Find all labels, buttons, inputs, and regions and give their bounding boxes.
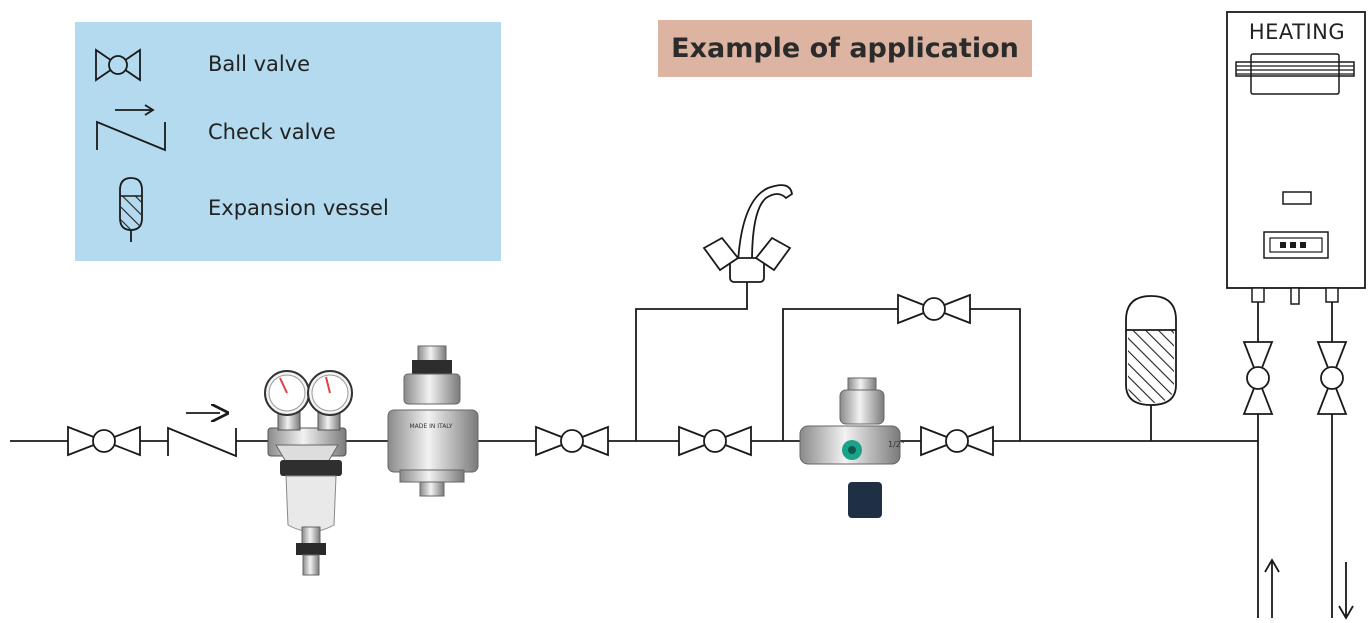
bypass-ball-valve — [897, 293, 971, 325]
page-title: Example of application — [671, 33, 1019, 64]
filter-with-pressure-gauges-icon — [264, 370, 353, 576]
check-valve — [167, 413, 237, 458]
pressure-reducing-valve-icon: MADE IN ITALY — [387, 345, 479, 497]
heater-return-valve — [1316, 341, 1348, 415]
legend-label-ball-valve: Ball valve — [208, 52, 311, 76]
heater-label: HEATING — [1248, 20, 1346, 44]
legend-icons — [95, 48, 166, 242]
ball-valve-1 — [67, 425, 141, 457]
expansion-vessel-icon — [119, 177, 143, 242]
ball-valve-2 — [535, 425, 609, 457]
check-valve-icon — [96, 104, 166, 152]
heater-supply-valve — [1242, 341, 1274, 415]
mixing-valve-marking: 1/2" — [888, 440, 905, 449]
supply-flow-arrow-up-icon — [1264, 558, 1280, 618]
return-flow-arrow-down-icon — [1338, 562, 1354, 620]
ball-valve-3 — [678, 425, 752, 457]
legend-label-check-valve: Check valve — [208, 120, 336, 144]
legend-label-expansion-vessel: Expansion vessel — [208, 196, 389, 220]
main-pipe — [10, 282, 1333, 618]
ball-valve-icon — [95, 48, 141, 82]
expansion-vessel — [1125, 295, 1177, 406]
faucet-icon — [702, 184, 793, 283]
heater-unit — [1226, 11, 1366, 305]
reducer-marking: MADE IN ITALY — [409, 423, 452, 430]
ball-valve-4 — [920, 425, 994, 457]
thermostatic-mixing-valve-icon: 1/2" — [799, 377, 905, 518]
title-box: Example of application — [658, 20, 1032, 77]
legend-panel: Ball valve Check valve Expansion vessel — [75, 22, 501, 261]
